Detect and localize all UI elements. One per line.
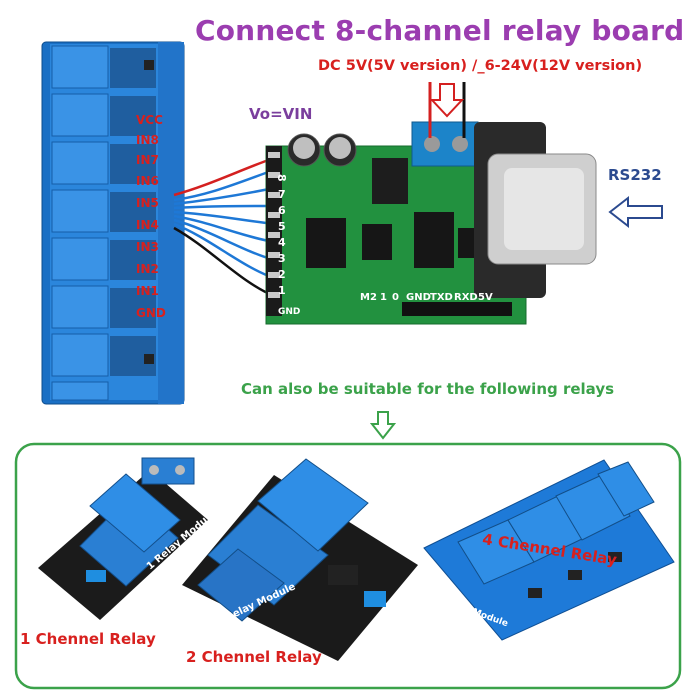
- hdr-0: 0: [392, 292, 399, 303]
- pin-label-in7: IN7: [136, 153, 159, 167]
- connection-wires: [173, 156, 275, 298]
- controller-board: [265, 121, 597, 325]
- down-arrow-outline-icon: [370, 411, 396, 440]
- two-channel-relay-image: 2 Relay Module: [182, 458, 418, 661]
- down-arrow-icon: [429, 83, 465, 118]
- eight-channel-relay-board: [41, 41, 185, 405]
- power-input-graphic: [428, 82, 466, 138]
- ctrl-pin-2: 2: [278, 268, 286, 281]
- pin-label-in8: IN8: [136, 133, 159, 147]
- four-channel-relay-image: 4 Relay Module: [423, 459, 675, 641]
- hdr-rxd: RXD: [454, 292, 478, 303]
- power-label: DC 5V(5V version) /_6-24V(12V version): [318, 58, 643, 74]
- ctrl-pin-6: 6: [278, 204, 286, 217]
- ctrl-pin-3: 3: [278, 252, 286, 265]
- ctrl-pin-4: 4: [278, 236, 286, 249]
- pin-label-gnd: GND: [136, 306, 166, 320]
- pin-label-in6: IN6: [136, 174, 159, 188]
- ctrl-pin-7: 7: [278, 188, 286, 201]
- caption-2-channel: 2 Chennel Relay: [186, 648, 322, 666]
- hdr-5v: 5V: [478, 292, 493, 303]
- pin-label-in3: IN3: [136, 240, 159, 254]
- hdr-txd: TXD: [430, 292, 453, 303]
- rs232-label: RS232: [608, 166, 662, 184]
- pin-label-vcc: VCC: [136, 113, 163, 127]
- vo-label: Vo=VIN: [249, 105, 313, 123]
- caption-1-channel: 1 Chennel Relay: [20, 630, 156, 648]
- hdr-1: 1: [380, 292, 387, 303]
- hdr-gnd: GND: [406, 292, 431, 303]
- suitable-text: Can also be suitable for the following r…: [241, 380, 615, 398]
- pin-label-in1: IN1: [136, 284, 159, 298]
- controller-pin-labels: 8 7 6 5 4 3 2 1 GND: [275, 174, 300, 317]
- ctrl-pin-8: 8: [275, 174, 288, 182]
- left-arrow-icon: [608, 195, 663, 229]
- pin-label-in5: IN5: [136, 196, 159, 210]
- page-title: Connect 8-channel relay board: [195, 14, 685, 47]
- ctrl-pin-5: 5: [278, 220, 286, 233]
- pin-label-in2: IN2: [136, 262, 159, 276]
- serial-header-labels: M2 1 0 GND TXD RXD 5V: [360, 292, 493, 303]
- ctrl-pin-gnd: GND: [278, 307, 300, 317]
- ctrl-pin-1: 1: [278, 284, 286, 297]
- pin-label-in4: IN4: [136, 218, 159, 232]
- hdr-m2: M2: [360, 292, 377, 303]
